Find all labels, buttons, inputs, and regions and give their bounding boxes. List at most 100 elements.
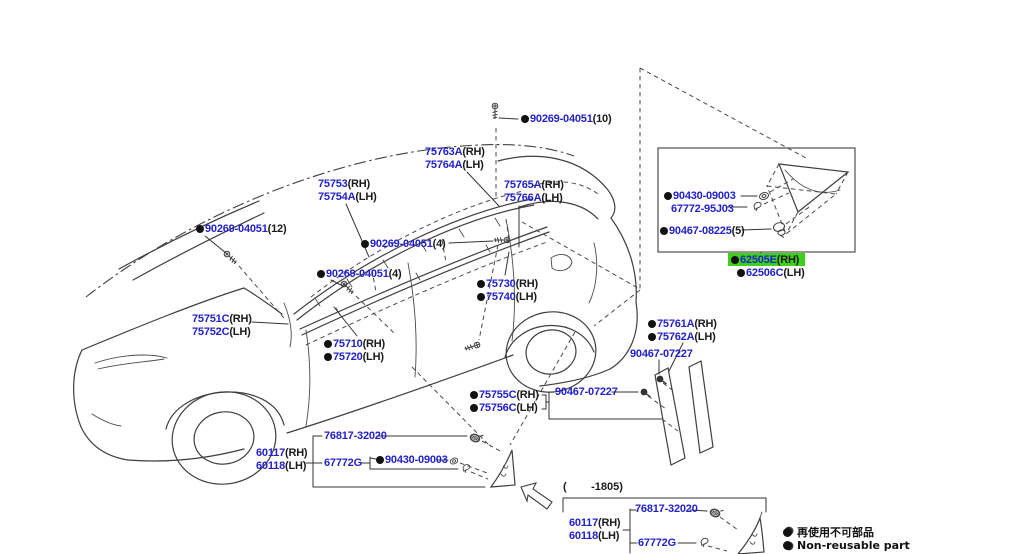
part-number[interactable]: 90467-07227 — [555, 385, 618, 398]
non-reusable-dot-icon — [376, 455, 384, 464]
part-side-suffix: (RH) — [776, 253, 800, 266]
part-number[interactable]: 90269-04051 — [370, 237, 433, 250]
part-label-67772G-b[interactable]: 67772G — [638, 536, 676, 549]
non-reusable-dot-icon — [317, 269, 325, 278]
part-label-76817-32020-b[interactable]: 76817-32020 — [635, 502, 698, 515]
non-reusable-dot-icon — [470, 390, 478, 399]
non-reusable-dot-icon — [324, 352, 332, 361]
part-number[interactable]: 75753 — [318, 177, 348, 190]
part-side-suffix: (4) — [388, 267, 402, 280]
car-line-art — [73, 144, 638, 485]
part-side-suffix: (LH) — [515, 290, 537, 303]
corner-cover-group-a — [305, 430, 553, 510]
part-side-suffix: (RH) — [347, 177, 371, 190]
non-reusable-dot-icon — [648, 319, 656, 328]
part-label-75730[interactable]: 75730(RH)75740(LH) — [477, 277, 538, 303]
part-side-suffix: (5) — [731, 224, 745, 237]
range-note: ( -1805) — [563, 481, 623, 493]
part-number[interactable]: 90430-09003 — [385, 453, 448, 466]
legend-line-en: Non-reusable part — [783, 539, 910, 552]
part-number[interactable]: 76817-32020 — [635, 502, 698, 515]
part-number[interactable]: 90269-04051 — [530, 112, 593, 125]
part-side-suffix: (RH) — [597, 516, 621, 529]
part-side-suffix: (LH) — [541, 191, 563, 204]
non-reusable-dot-icon — [648, 332, 656, 341]
non-reusable-dot-icon — [324, 339, 332, 348]
part-number[interactable]: 75756C — [479, 401, 517, 414]
part-number[interactable]: 75766A — [504, 191, 542, 204]
part-number[interactable]: 62505E — [740, 253, 777, 266]
part-number[interactable]: 67772G — [638, 536, 676, 549]
part-label-75753[interactable]: 75753(RH)75754A(LH) — [318, 177, 377, 203]
non-reusable-dot-icon — [470, 403, 478, 412]
part-number[interactable]: 60118 — [569, 529, 598, 542]
part-number[interactable]: 75730 — [486, 277, 516, 290]
part-label-90269-04051-10[interactable]: 90269-04051(10) — [521, 112, 612, 125]
part-number[interactable]: 75765A — [504, 178, 542, 191]
part-number[interactable]: 75710 — [333, 337, 363, 350]
part-label-62505E[interactable]: 62505E(RH)62506C(LH) — [728, 253, 805, 279]
non-reusable-dot-icon — [521, 114, 529, 123]
part-label-90269-04051-12[interactable]: 90269-04051(12) — [196, 222, 287, 235]
part-label-67772-95J03[interactable]: 67772-95J03 — [671, 202, 734, 215]
fastener-icons — [222, 102, 511, 353]
part-label-90467-08225[interactable]: 90467-08225(5) — [660, 224, 745, 237]
part-label-90430-09003-a[interactable]: 90430-09003 — [376, 453, 448, 466]
part-number[interactable]: 75754A — [318, 190, 356, 203]
part-label-90269-04051-4b[interactable]: 90269-04051(4) — [317, 267, 402, 280]
part-number[interactable]: 62506C — [746, 266, 784, 279]
part-number[interactable]: 75763A — [425, 145, 463, 158]
part-number[interactable]: 75755C — [479, 388, 517, 401]
part-number[interactable]: 76817-32020 — [324, 429, 387, 442]
detail-box — [657, 147, 856, 256]
part-number[interactable]: 60117 — [569, 516, 598, 529]
part-number[interactable]: 67772-95J03 — [671, 202, 734, 215]
legend-line-jp: 再使用不可部品 — [783, 524, 874, 540]
part-label-75755C[interactable]: 75755C(RH)75756C(LH) — [470, 388, 539, 414]
part-label-67772G-a[interactable]: 67772G — [324, 456, 362, 469]
part-label-60117-a[interactable]: 60117(RH)60118(LH) — [256, 446, 308, 472]
part-side-suffix: (LH) — [284, 459, 307, 472]
part-number[interactable]: 60118 — [256, 459, 285, 472]
non-reusable-dot-icon — [477, 279, 485, 288]
part-label-75763A[interactable]: 75763A(RH)75764A(LH) — [425, 145, 485, 171]
part-number[interactable]: 90269-04051 — [326, 267, 389, 280]
part-number[interactable]: 90430-09003 — [673, 189, 736, 202]
part-number[interactable]: 75740 — [486, 290, 516, 303]
legend-text-en: Non-reusable part — [797, 539, 910, 552]
part-label-75751C[interactable]: 75751C(RH)75752C(LH) — [192, 312, 252, 338]
part-label-75761A[interactable]: 75761A(RH)75762A(LH) — [648, 317, 717, 343]
legend-text-jp: 再使用不可部品 — [797, 526, 874, 539]
non-reusable-dot-icon — [783, 541, 792, 550]
part-number[interactable]: 75720 — [333, 350, 363, 363]
projection-lines — [411, 67, 807, 448]
part-label-90430-09003-box[interactable]: 90430-09003 — [664, 189, 736, 202]
direction-arrow-icon — [520, 482, 553, 510]
part-label-75765A[interactable]: 75765A(RH)75766A(LH) — [504, 178, 564, 204]
part-label-75710[interactable]: 75710(RH)75720(LH) — [324, 337, 385, 363]
part-number[interactable]: 75764A — [425, 158, 463, 171]
part-number[interactable]: 90467-08225 — [669, 224, 732, 237]
non-reusable-dot-icon — [477, 292, 485, 301]
part-number[interactable]: 67772G — [324, 456, 362, 469]
part-number[interactable]: 90269-04051 — [205, 222, 268, 235]
part-number[interactable]: 60117 — [256, 446, 285, 459]
part-label-90269-04051-4a[interactable]: 90269-04051(4) — [361, 237, 446, 250]
part-label-90467-07227-r[interactable]: 90467-07227 — [630, 347, 693, 360]
part-number[interactable]: 75762A — [657, 330, 695, 343]
part-number[interactable]: 90467-07227 — [630, 347, 693, 360]
part-side-suffix: (LH) — [229, 325, 251, 338]
part-side-suffix: (RH) — [516, 388, 539, 401]
part-label-90467-07227-l[interactable]: 90467-07227 — [555, 385, 618, 398]
part-number[interactable]: 75751C — [192, 312, 230, 325]
part-label-60117-b[interactable]: 60117(RH)60118(LH) — [569, 516, 621, 542]
part-label-76817-32020-a[interactable]: 76817-32020 — [324, 429, 387, 442]
part-number[interactable]: 75752C — [192, 325, 230, 338]
part-side-suffix: (LH) — [694, 330, 716, 343]
part-number[interactable]: 75761A — [657, 317, 695, 330]
non-reusable-dot-icon — [664, 191, 672, 200]
part-side-suffix: (RH) — [541, 178, 564, 191]
non-reusable-dot-icon — [660, 226, 668, 235]
